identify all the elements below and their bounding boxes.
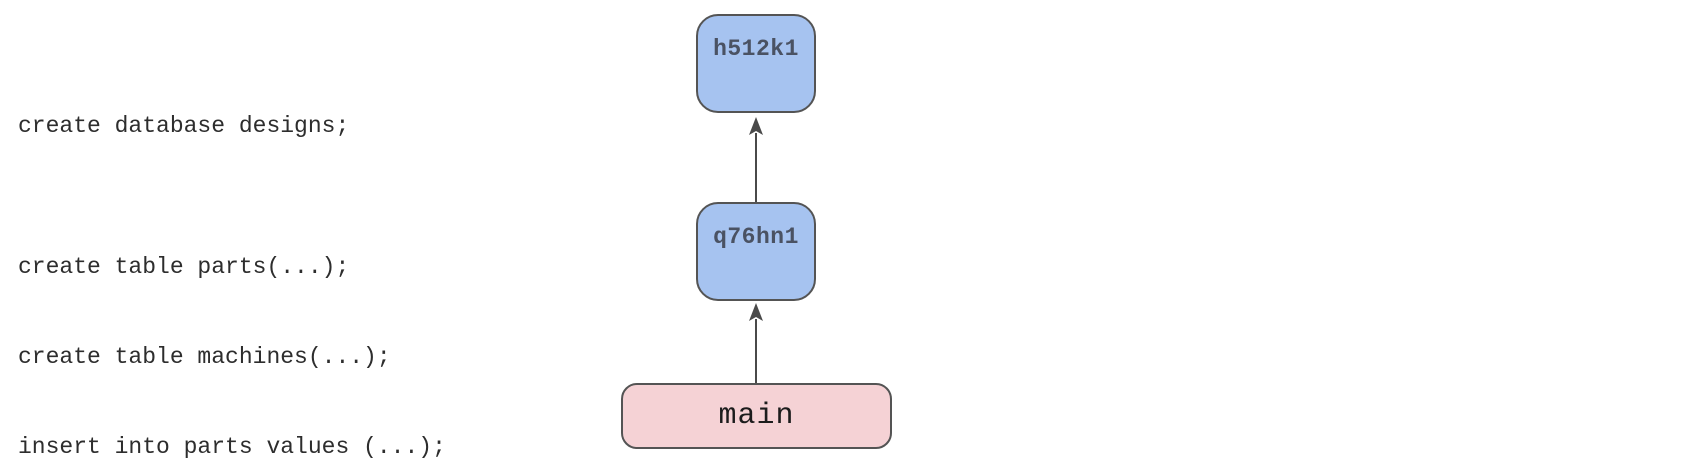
arrow-q76hn1-to-h512k1: [749, 117, 763, 202]
branch-node-main: main: [621, 383, 892, 449]
sql-block-create-tables-commit: create table parts(...); create table ma…: [18, 192, 446, 468]
commit-node-q76hn1: q76hn1: [696, 202, 816, 301]
commit-hash-label: h512k1: [713, 36, 799, 62]
commit-hash-label: q76hn1: [713, 224, 799, 250]
code-line: create database designs;: [18, 113, 350, 139]
arrow-main-to-q76hn1: [749, 303, 763, 383]
code-line: insert into parts values (...);: [18, 434, 446, 460]
code-line: create table machines(...);: [18, 344, 391, 370]
commit-node-h512k1: h512k1: [696, 14, 816, 113]
sql-block-create-database: create database designs;: [18, 51, 349, 201]
code-line: create table parts(...);: [18, 254, 350, 280]
branch-label: main: [718, 399, 795, 433]
